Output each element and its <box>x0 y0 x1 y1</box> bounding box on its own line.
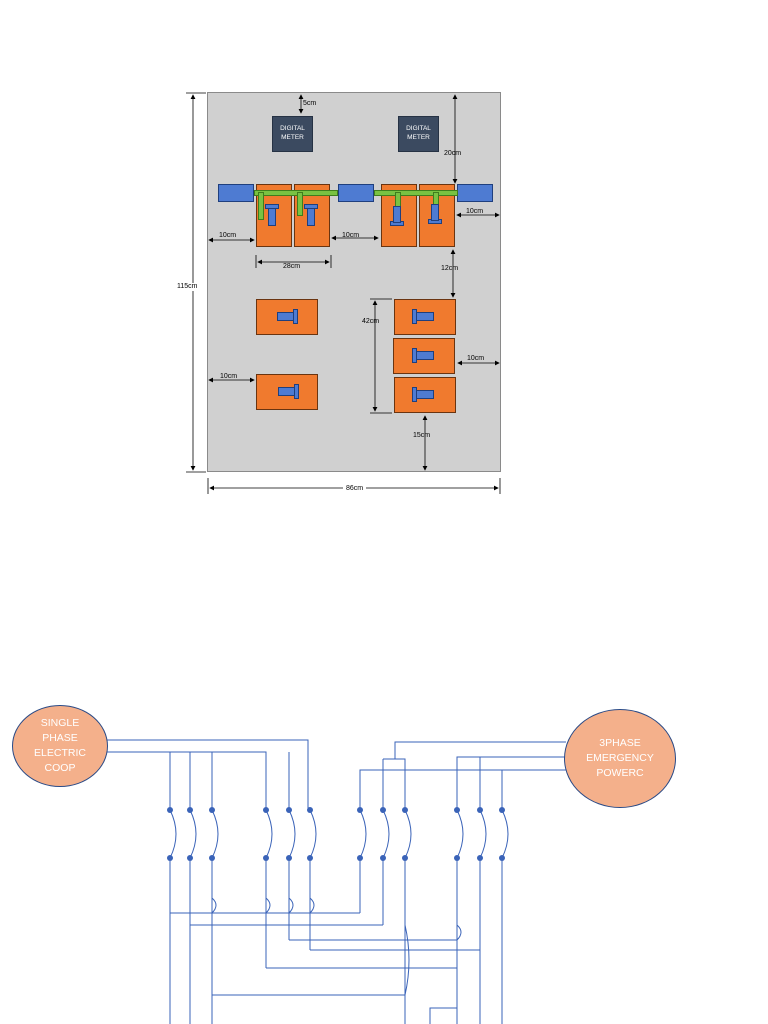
dim-between: 10cm <box>342 232 360 239</box>
dim-total-width: 86cm <box>343 485 367 493</box>
dim-right-gap: 12cm <box>441 265 459 272</box>
source-three-phase-label: 3PHASE EMERGENCY POWERC <box>586 737 654 779</box>
dim-top: 5cm <box>303 100 317 107</box>
breaker-handle-2-stem <box>307 208 315 226</box>
source-three-phase: 3PHASE EMERGENCY POWERC <box>564 709 676 808</box>
dim-left-low: 10cm <box>220 373 238 380</box>
link-bar-left <box>254 190 338 196</box>
dim-right-top: 10cm <box>466 208 484 215</box>
dim-height-stack: 42cm <box>362 318 380 325</box>
digital-meter-left-label: DIGITAL METER <box>280 125 305 141</box>
digital-meter-right: DIGITAL METER <box>398 116 439 152</box>
digital-meter-left: DIGITAL METER <box>272 116 313 152</box>
link-drop-1 <box>258 192 264 220</box>
breaker-lower-right-2-tab <box>412 348 417 363</box>
dim-width-pair: 28cm <box>283 263 301 270</box>
breaker-lower-left-2-tab <box>294 384 299 399</box>
source-single-phase: SINGLE PHASE ELECTRIC COOP <box>12 705 108 787</box>
breaker-handle-1-stem <box>268 208 276 226</box>
dim-right-mid: 10cm <box>467 355 485 362</box>
breaker-lower-right-1 <box>394 299 456 335</box>
dim-left-mid: 10cm <box>219 232 237 239</box>
breaker-lower-right-1-tab <box>412 309 417 324</box>
breaker-handle-3-stem <box>393 206 401 223</box>
dim-bottom: 15cm <box>413 432 431 439</box>
breaker-lower-left-1-tab <box>293 309 298 324</box>
breaker-handle-4-stem <box>431 204 439 221</box>
dim-total-height: 115cm <box>177 283 198 291</box>
dimension-lines <box>186 92 501 494</box>
busbar-block-left <box>218 184 254 202</box>
breaker-lower-right-3-tab <box>412 387 417 402</box>
source-single-phase-label: SINGLE PHASE ELECTRIC COOP <box>34 717 86 774</box>
link-bar-right <box>374 190 458 196</box>
dim-meter-gap: 20cm <box>444 150 462 157</box>
digital-meter-right-label: DIGITAL METER <box>406 125 431 141</box>
link-drop-2 <box>297 192 303 216</box>
busbar-block-middle <box>338 184 374 202</box>
